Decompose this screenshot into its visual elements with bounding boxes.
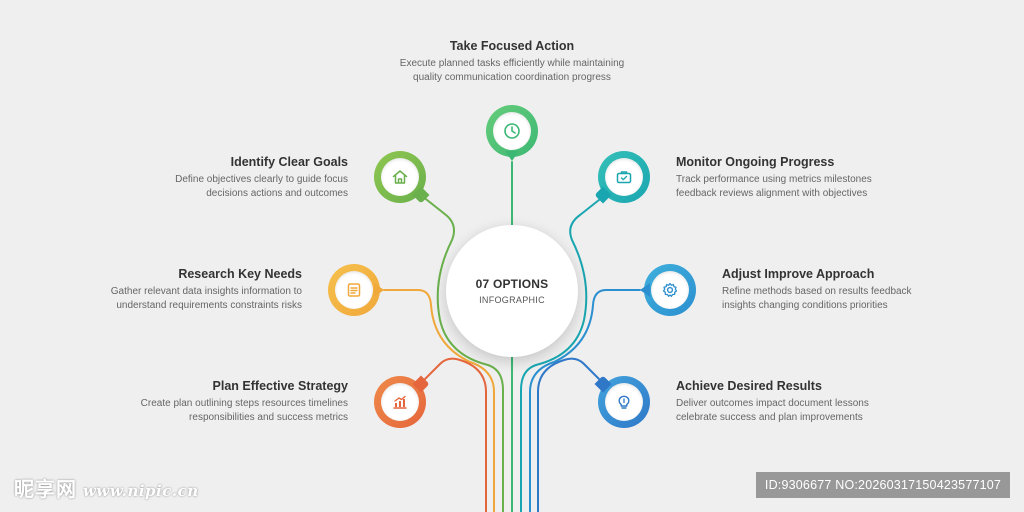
option-top-left-pin bbox=[374, 151, 430, 204]
option-desc: Refine methods based on results feedback… bbox=[722, 286, 912, 311]
gear-icon bbox=[662, 282, 678, 297]
option-title: Adjust Improve Approach bbox=[722, 267, 875, 281]
option-title: Identify Clear Goals bbox=[230, 155, 348, 169]
option-desc: Define objectives clearly to guide focus… bbox=[175, 174, 348, 199]
option-top-pin bbox=[486, 105, 538, 161]
option-title: Take Focused Action bbox=[449, 39, 575, 53]
option-title: Research Key Needs bbox=[178, 267, 302, 281]
option-title: Plan Effective Strategy bbox=[212, 379, 348, 393]
option-desc: Deliver outcomes impact document lessons… bbox=[676, 398, 869, 423]
option-top-left: Identify Clear Goals Define objectives c… bbox=[78, 155, 348, 200]
center-subtitle: INFOGRAPHIC bbox=[479, 295, 545, 305]
connector-bottom-right bbox=[537, 357, 605, 512]
briefcase-icon bbox=[616, 171, 632, 184]
option-middle-right-pin bbox=[640, 264, 696, 316]
lightbulb-icon bbox=[618, 395, 630, 409]
option-middle-left-pin bbox=[328, 264, 384, 316]
home-icon bbox=[392, 170, 408, 184]
option-title: Achieve Desired Results bbox=[676, 379, 822, 393]
connector-middle-right bbox=[529, 289, 641, 512]
option-desc: Execute planned tasks efficiently while … bbox=[399, 58, 625, 83]
option-desc: Track performance using metrics mileston… bbox=[676, 174, 872, 199]
option-middle-left: Research Key Needs Gather relevant data … bbox=[32, 267, 302, 312]
option-middle-right: Adjust Improve Approach Refine methods b… bbox=[722, 267, 992, 312]
option-bottom-left-pin bbox=[374, 375, 430, 428]
option-desc: Create plan outlining steps resources ti… bbox=[140, 398, 348, 423]
connector-bottom-left bbox=[419, 357, 487, 512]
option-bottom-right-pin bbox=[594, 375, 650, 428]
chart-icon bbox=[393, 395, 407, 409]
option-bottom-right: Achieve Desired Results Deliver outcomes… bbox=[676, 379, 946, 424]
option-title: Monitor Ongoing Progress bbox=[676, 155, 835, 169]
option-top-right-pin bbox=[594, 151, 650, 204]
clock-icon bbox=[504, 123, 520, 139]
center-title: 07 OPTIONS bbox=[475, 277, 549, 291]
option-desc: Gather relevant data insights informatio… bbox=[110, 286, 302, 311]
option-top: Take Focused Action Execute planned task… bbox=[362, 39, 662, 84]
option-bottom-left: Plan Effective Strategy Create plan outl… bbox=[78, 379, 348, 424]
connector-top-right bbox=[520, 195, 605, 512]
watermark-id: ID:9306677 NO:20260317150423577107 bbox=[756, 472, 1010, 498]
center-circle: 07 OPTIONS INFOGRAPHIC bbox=[446, 225, 578, 357]
connector-middle-left bbox=[383, 289, 495, 512]
connector-top-left bbox=[421, 195, 504, 512]
document-icon bbox=[347, 283, 361, 297]
option-top-right: Monitor Ongoing Progress Track performan… bbox=[676, 155, 946, 200]
